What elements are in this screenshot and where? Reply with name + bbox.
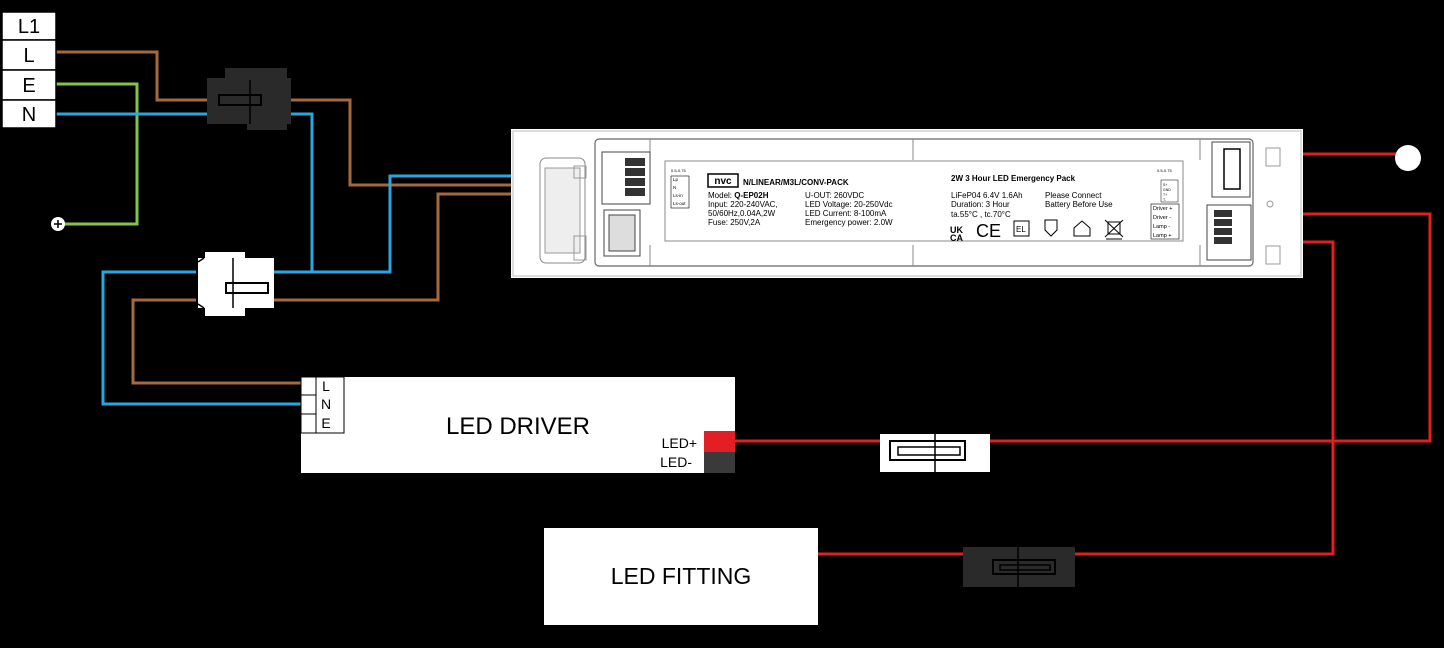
pack-fuse: Fuse: 250V,2A: [708, 218, 761, 227]
pack-duration: Duration: 3 Hour: [951, 200, 1010, 209]
battery-terminal-3: T+: [1163, 193, 1167, 197]
terminal-e: [1, 69, 57, 101]
shield-icon: [1044, 219, 1058, 237]
weee-bin-icon: [1104, 219, 1124, 240]
ukca-mark-icon: UK: [950, 225, 963, 235]
pack-label-panel: [664, 160, 1184, 242]
pack-terminal-ls-out: Ls-out: [673, 201, 686, 206]
pack-product-name: N/LINEAR/M3L/CONV-PACK: [743, 178, 849, 187]
pack-wire-gauge-right: 0.5-0.75: [1157, 168, 1172, 173]
driver-input-n: N: [321, 396, 331, 412]
terminal-label-l1: L1: [18, 16, 40, 38]
pack-terminal-ls-in: Ls-in: [673, 193, 683, 198]
led-pos-wire-lamp: [1075, 240, 1335, 556]
pack-model-label: Model: Q-EP02H: [708, 191, 769, 200]
led-fitting: LED FITTING: [544, 528, 818, 625]
driver-input-e: E: [321, 415, 330, 431]
terminal-l: [1, 39, 57, 71]
battery-plug-icon: [1395, 145, 1421, 171]
driver-led-pos-terminal: [704, 431, 735, 452]
earth-icon: [51, 217, 65, 231]
terminal-label-e: E: [22, 75, 35, 97]
ce-mark-icon: CE: [976, 221, 1001, 241]
pack-battery: LiFeP04 6.4V 1.6Ah: [951, 191, 1023, 200]
white-connector-split: [197, 252, 274, 316]
terminal-label-l: L: [23, 45, 34, 67]
pack-terminal-lp: Lp: [673, 177, 679, 182]
pack-led-current: LED Current: 8-100mA: [805, 209, 887, 218]
driver-housing: [301, 377, 735, 473]
led-pos-wire-to-pack: [990, 212, 1432, 443]
el-mark-icon: [1013, 220, 1030, 237]
pack-terminal-lamp-pos: Lamp +: [1153, 233, 1172, 239]
wires: [56, 50, 1432, 556]
live-wire-to-pack: [290, 98, 605, 187]
pack-emergency-power: Emergency power: 2.0W: [805, 218, 893, 227]
pack-terminal-n: N: [673, 185, 676, 190]
pack-input-2: 50/60Hz,0.04A,2W: [708, 209, 776, 218]
battery-terminal-2: GND: [1163, 188, 1171, 192]
terminal-label-n: N: [22, 104, 36, 126]
mains-terminal-block: L1 L E N: [1, 11, 57, 129]
pack-led-voltage: LED Voltage: 20-250Vdc: [805, 200, 893, 209]
pack-terminal-lamp-neg: Lamp -: [1153, 224, 1170, 230]
emergency-pack: 0.5-0.75 Lp N Ls-in Ls-out nvc N/LINEAR/…: [511, 129, 1303, 278]
pack-notice-1: Please Connect: [1045, 191, 1102, 200]
pack-terminal-driver-neg: Driver -: [1153, 215, 1171, 221]
terminal-n: [1, 99, 57, 129]
ukca-mark-icon-ca: CA: [950, 233, 963, 243]
nvc-logo-text: nvc: [714, 176, 732, 187]
neutral-wire-to-pack: [312, 174, 605, 274]
battery-terminal-1: S+: [1163, 183, 1167, 187]
driver-input-l: L: [322, 378, 330, 394]
driver-led-pos-label: LED+: [662, 435, 697, 451]
live-wire-mains: [56, 50, 208, 102]
fitting-housing: [544, 528, 818, 625]
pack-title: 2W 3 Hour LED Emergency Pack: [951, 174, 1076, 183]
switched-live-to-driver: [131, 298, 314, 385]
dark-connector-mains: [207, 68, 291, 130]
neutral-wire-mains: [56, 112, 314, 274]
dark-connector-fitting: [963, 547, 1075, 587]
pack-terminal-driver-pos: Driver +: [1153, 206, 1172, 212]
nvc-logo: [707, 173, 739, 188]
driver-terminal-block: [300, 376, 345, 434]
neutral-wire-to-driver: [101, 270, 314, 406]
driver-led-neg-label: LED-: [660, 454, 692, 470]
fitting-title: LED FITTING: [611, 563, 752, 589]
home-icon: [1073, 220, 1091, 237]
pack-temps: ta.55°C , tc.70°C: [951, 210, 1011, 219]
earth-wire: [56, 82, 139, 226]
svg-text:EL: EL: [1016, 225, 1026, 234]
led-driver: L N E LED DRIVER LED+ LED-: [300, 376, 735, 473]
pack-uout: U-OUT: 260VDC: [805, 191, 864, 200]
driver-title: LED DRIVER: [446, 413, 590, 440]
pack-wire-gauge-left: 0.5-0.75: [671, 168, 686, 173]
driver-led-neg-terminal: [704, 452, 735, 473]
battery-terminal-4: T-: [1163, 198, 1167, 202]
pack-input-1: Input: 220-240VAC,: [708, 200, 778, 209]
pack-notice-2: Battery Before Use: [1045, 200, 1113, 209]
white-connector-led-pos: [880, 434, 990, 472]
